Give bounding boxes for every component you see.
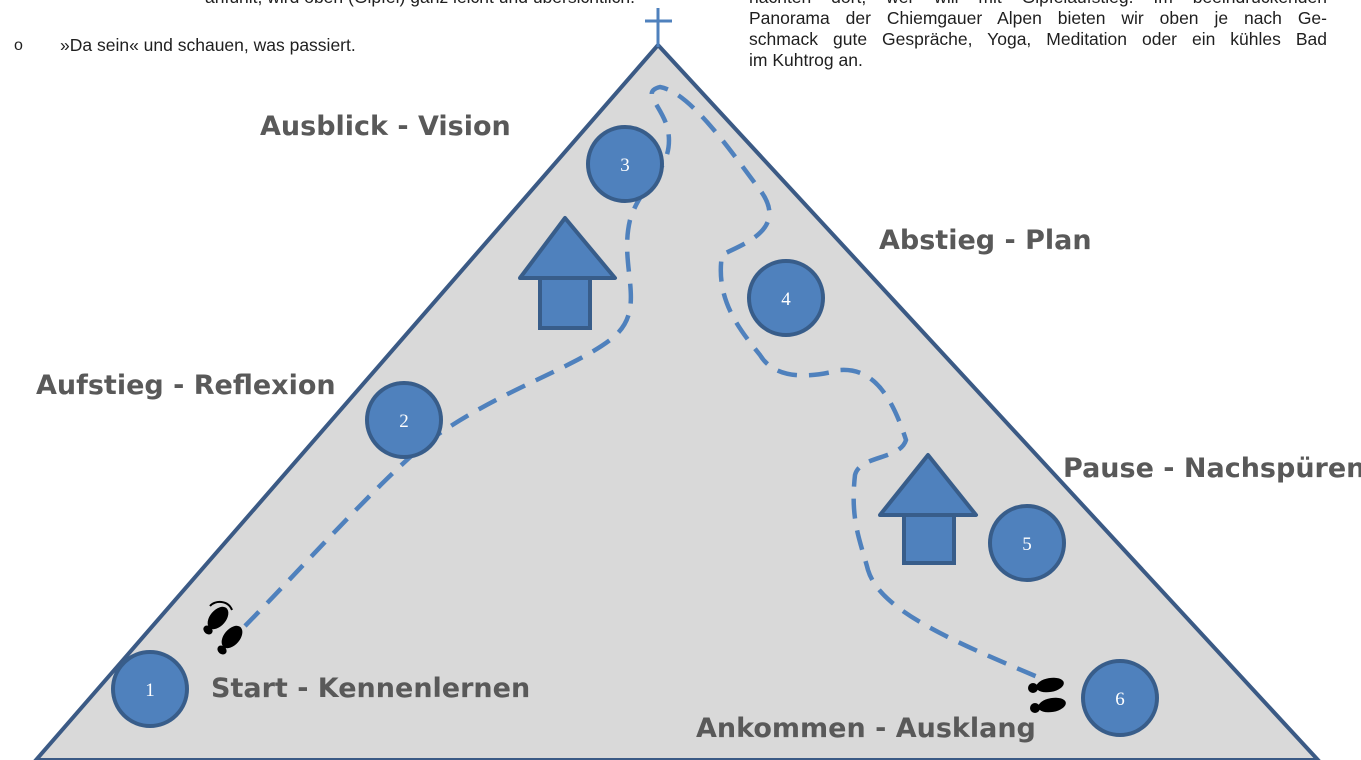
trail-path: [243, 84, 1041, 681]
stage-marker-6: 6: [1081, 659, 1159, 737]
stage-number: 5: [1022, 534, 1032, 555]
intro-text-line: anfühlt, wird oben (Gipfel) ganz leicht …: [205, 0, 635, 8]
cross-icon: [645, 8, 672, 47]
stage-number: 2: [399, 411, 409, 432]
stage-marker-2: 2: [365, 381, 443, 459]
stage-marker-1: 1: [111, 650, 189, 728]
stage-label-start: Start - Kennenlernen: [211, 673, 530, 704]
up-arrow-icon: [878, 453, 978, 565]
stage-label-view: Ausblick - Vision: [260, 111, 511, 142]
stage-marker-5: 5: [988, 504, 1066, 582]
stage-label-descent: Abstieg - Plan: [879, 225, 1092, 256]
description-line: schmack gute Gespräche, Yoga, Meditation…: [749, 29, 1327, 49]
bullet-text: »Da sein« und schauen, was passiert.: [60, 35, 356, 55]
stage-number: 1: [145, 680, 155, 701]
footprints-icon: [1028, 677, 1066, 713]
footprints-icon: [203, 600, 243, 655]
mountain-shape: [33, 42, 1321, 760]
description-line: nächten dort, wer will mit Gipfelaufstie…: [749, 0, 1327, 8]
description-line: im Kuhtrog an.: [749, 50, 863, 70]
stage-label-pause: Pause - Nachspüren: [1063, 453, 1361, 484]
stage-marker-3: 3: [586, 125, 664, 203]
bullet-marker: o: [14, 37, 23, 54]
stage-number: 3: [620, 155, 630, 176]
up-arrow-icon: [518, 216, 617, 330]
stage-number: 6: [1115, 689, 1125, 710]
description-paragraph: nächten dort, wer will mit Gipfelaufstie…: [749, 0, 1327, 71]
stage-label-arrival: Ankommen - Ausklang: [696, 713, 1036, 744]
description-line: Panorama der Chiemgauer Alpen bieten wir…: [749, 8, 1327, 28]
stage-marker-4: 4: [747, 259, 825, 337]
stage-number: 4: [781, 289, 791, 310]
stage-label-ascent: Aufstieg - Reflexion: [36, 370, 336, 401]
